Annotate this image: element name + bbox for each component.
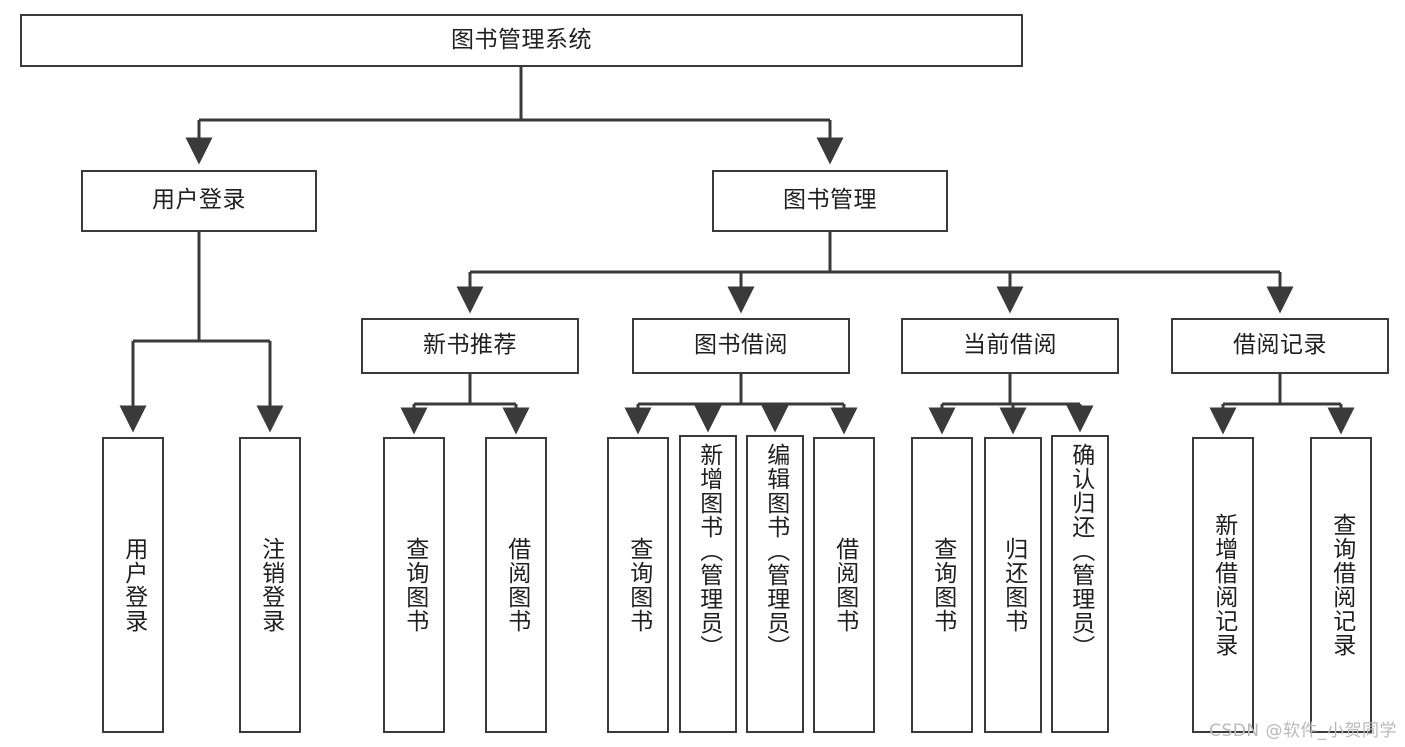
leaf-label: 查询图书 <box>401 537 428 633</box>
watermark: CSDN @软件_小贺同学 <box>1209 721 1397 741</box>
node-borrow-record[interactable]: 借阅记录 <box>1171 318 1389 374</box>
leaf-label: 查询图书 <box>625 537 652 633</box>
leaf-add-book-admin[interactable]: 新增图书（管理员） <box>679 435 737 733</box>
node-root[interactable]: 图书管理系统 <box>20 14 1023 67</box>
node-new-book-recommend[interactable]: 新书推荐 <box>361 318 579 374</box>
leaf-confirm-return-admin[interactable]: 确认归还（管理员） <box>1051 435 1109 733</box>
node-book-borrow[interactable]: 图书借阅 <box>632 318 850 374</box>
node-user-login[interactable]: 用户登录 <box>81 170 317 232</box>
node-label: 用户登录 <box>152 187 246 214</box>
node-label: 图书管理 <box>783 187 877 214</box>
node-label: 图书借阅 <box>694 332 788 359</box>
leaf-label: 新增借阅记录 <box>1210 513 1237 657</box>
leaf-query-borrow-record[interactable]: 查询借阅记录 <box>1310 437 1372 733</box>
leaf-label: 查询图书 <box>929 537 956 633</box>
leaf-user-logout[interactable]: 注销登录 <box>239 437 301 733</box>
leaf-label: 用户登录 <box>120 537 147 633</box>
leaf-return-book[interactable]: 归还图书 <box>984 437 1042 733</box>
leaf-query-book-current[interactable]: 查询图书 <box>911 437 973 733</box>
leaf-user-login[interactable]: 用户登录 <box>102 437 164 733</box>
leaf-label: 注销登录 <box>257 537 284 633</box>
leaf-add-borrow-record[interactable]: 新增借阅记录 <box>1192 437 1254 733</box>
node-label: 新书推荐 <box>423 332 517 359</box>
node-label: 图书管理系统 <box>451 26 592 53</box>
leaf-label: 借阅图书 <box>503 537 530 633</box>
leaf-label: 新增图书（管理员） <box>695 443 722 659</box>
leaf-borrow-book-recommend[interactable]: 借阅图书 <box>485 437 547 733</box>
leaf-label: 归还图书 <box>1000 537 1027 633</box>
node-current-borrow[interactable]: 当前借阅 <box>901 318 1119 374</box>
node-label: 当前借阅 <box>963 332 1057 359</box>
leaf-edit-book-admin[interactable]: 编辑图书（管理员） <box>746 435 804 733</box>
leaf-label: 查询借阅记录 <box>1328 513 1355 657</box>
node-label: 借阅记录 <box>1233 332 1327 359</box>
node-book-management[interactable]: 图书管理 <box>712 170 948 232</box>
leaf-query-book-recommend[interactable]: 查询图书 <box>383 437 445 733</box>
leaf-label: 确认归还（管理员） <box>1067 443 1094 659</box>
leaf-label: 借阅图书 <box>831 537 858 633</box>
leaf-query-book-borrow[interactable]: 查询图书 <box>607 437 669 733</box>
leaf-label: 编辑图书（管理员） <box>762 443 789 659</box>
leaf-borrow-book[interactable]: 借阅图书 <box>813 437 875 733</box>
